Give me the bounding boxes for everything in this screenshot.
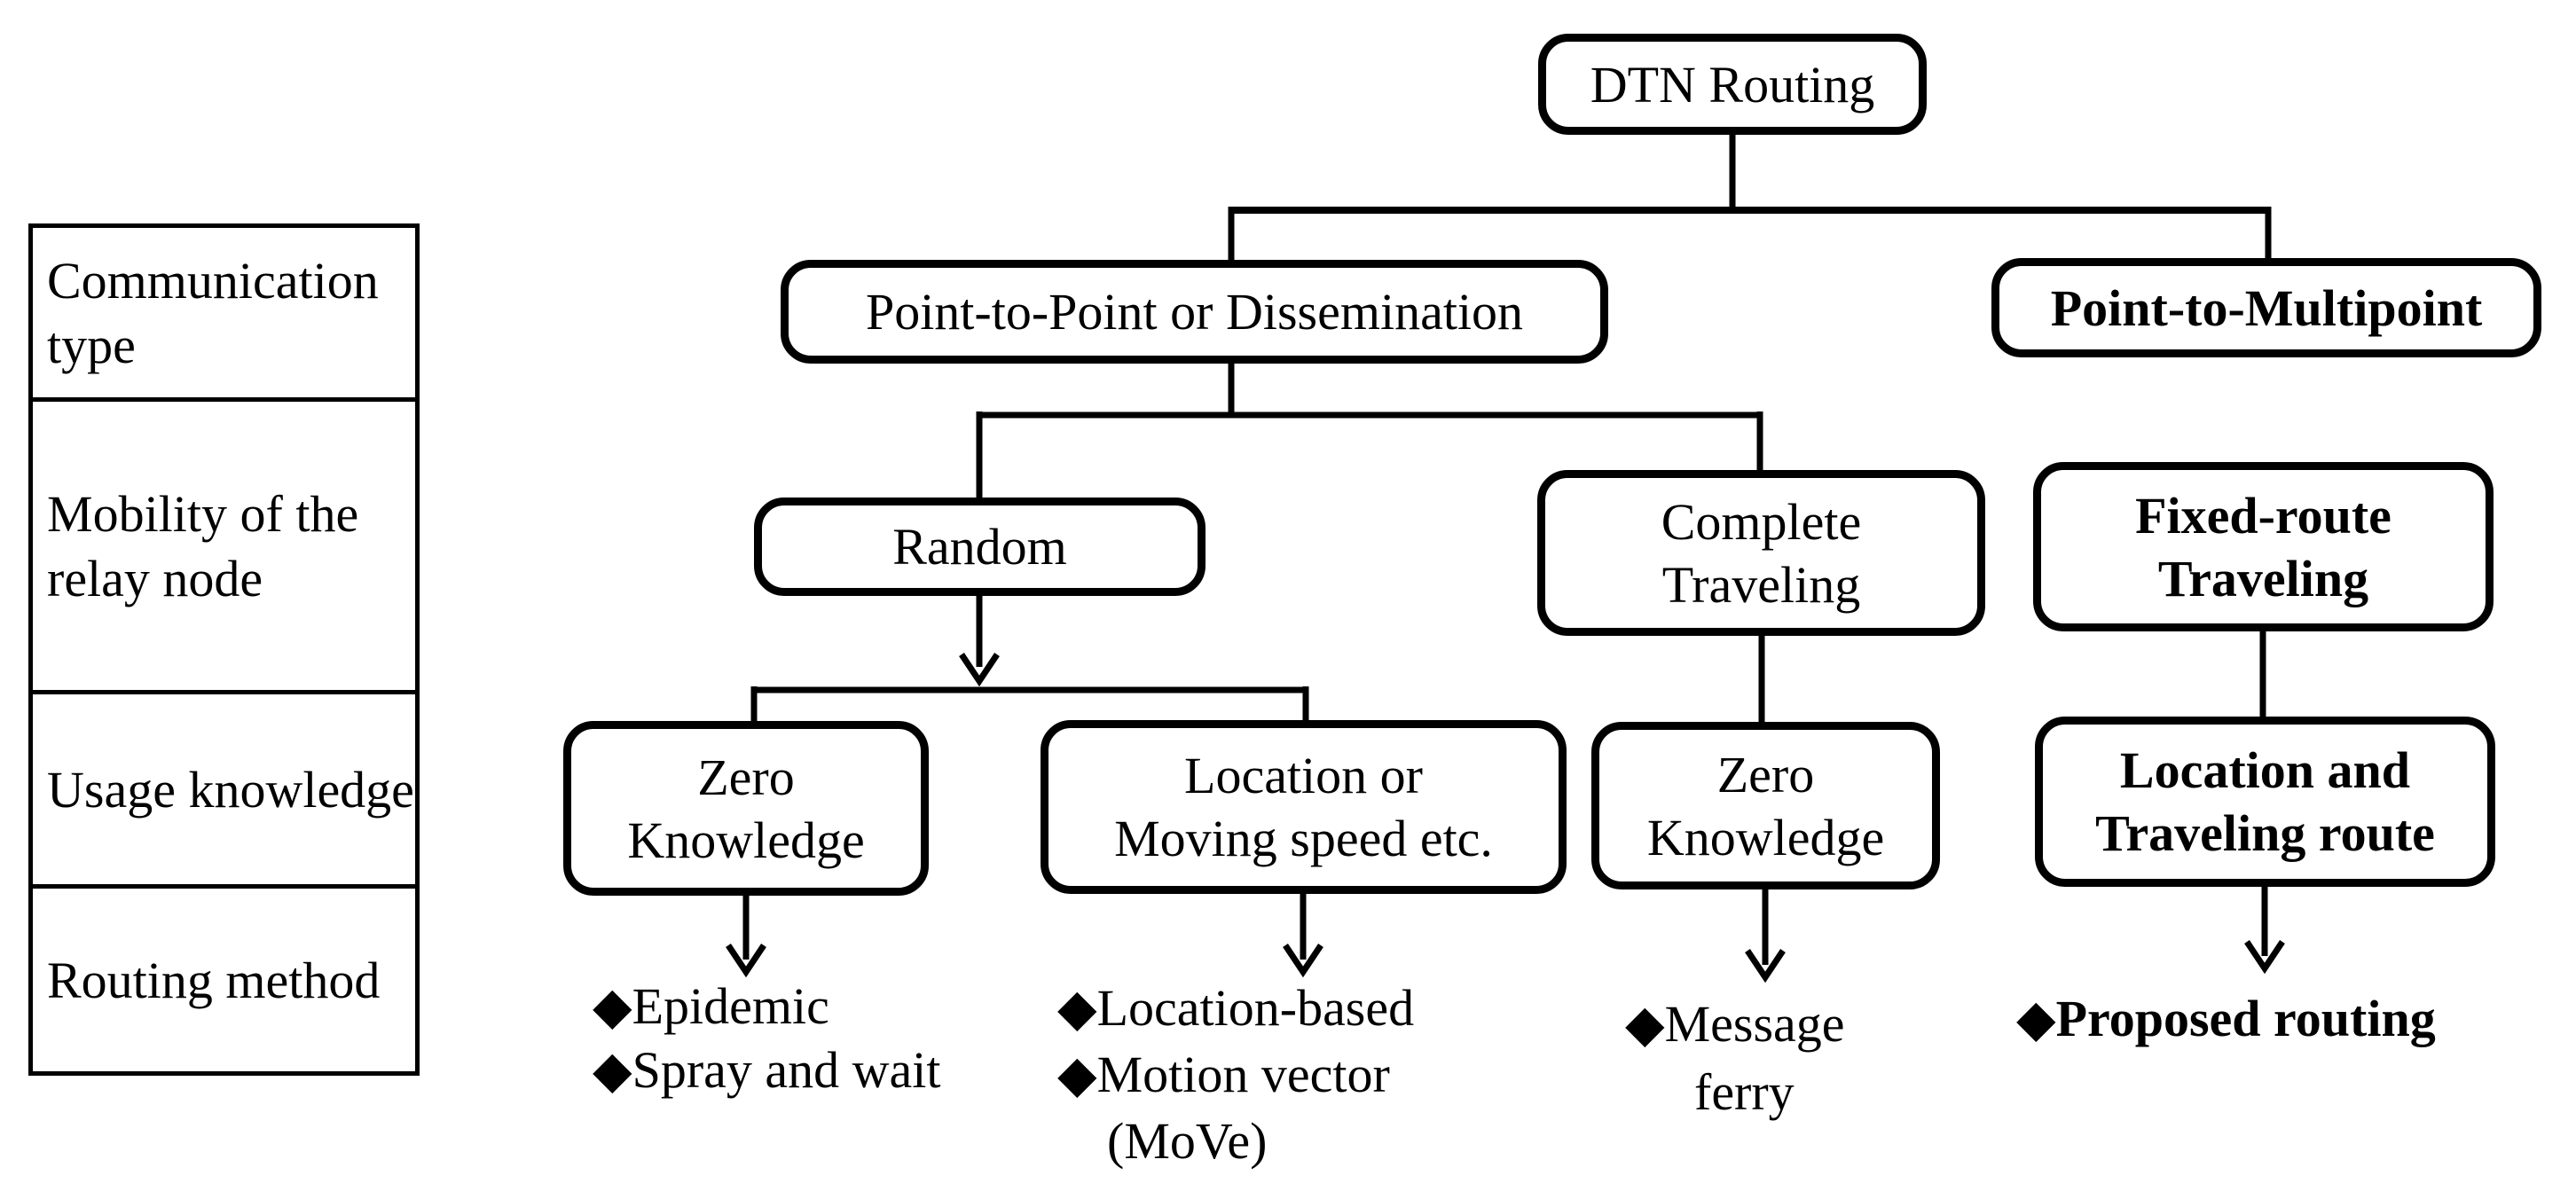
arrowhead-location-speed [1283,944,1323,978]
methods-under-zero-knowledge-1: ◆Epidemic ◆Spray and wait [593,975,941,1102]
node-label: Knowledge [1646,808,1885,866]
node-label: Traveling [2157,549,2369,607]
node-label: Zero [697,748,795,806]
table-row-usage-knowledge: Usage knowledge [33,694,415,889]
arrowhead-random [959,653,1000,687]
row-label: relay node [47,549,263,607]
arrowhead-zk2 [1745,949,1786,983]
method-item: ◆Epidemic [593,977,829,1035]
node-fixed-route-traveling: Fixed-route Traveling [2033,462,2494,631]
method-item: ◆Message [1625,995,1845,1053]
node-location-or-moving-speed: Location or Moving speed etc. [1041,720,1567,894]
node-point-to-multipoint: Point-to-Multipoint [1991,258,2541,357]
table-row-routing-method: Routing method [33,889,415,1071]
node-zero-knowledge-2: Zero Knowledge [1591,722,1940,889]
method-item: ferry [1694,1063,1795,1121]
node-label: Traveling [1661,555,1861,614]
table-row-mobility: Mobility of the relay node [33,402,415,694]
method-item: ◆Spray and wait [593,1041,941,1099]
node-label: Complete [1661,492,1862,551]
node-label: Knowledge [627,811,865,869]
row-label: Mobility of the [47,484,359,543]
arrowhead-zk1 [726,944,766,978]
methods-under-location-speed: ◆Location-based ◆Motion vector (MoVe) [1057,975,1414,1174]
methods-under-location-route: ◆Proposed routing [2016,987,2436,1051]
node-random: Random [754,498,1206,596]
node-label: Moving speed etc. [1114,810,1493,867]
table-row-communication-type: Communication type [33,228,415,402]
method-item: (MoVe) [1107,1112,1268,1170]
method-item: ◆Location-based [1057,979,1415,1037]
node-point-to-point-or-dissemination: Point-to-Point or Dissemination [781,260,1608,364]
node-label: Location and [2119,741,2411,799]
node-complete-traveling: Complete Traveling [1537,470,1985,636]
node-dtn-routing: DTN Routing [1538,34,1927,135]
row-label: type [47,316,136,374]
category-table: Communication type Mobility of the relay… [28,223,420,1076]
node-label: Traveling route [2095,804,2435,862]
method-item: ◆Motion vector [1057,1046,1390,1103]
node-label: Random [892,518,1067,576]
node-label: Fixed-route [2135,486,2391,545]
row-label: Communication [47,251,379,310]
row-label: Routing method [47,951,381,1009]
node-zero-knowledge-1: Zero Knowledge [563,721,929,896]
node-label: Zero [1716,745,1815,803]
node-label: Point-to-Point or Dissemination [865,283,1524,341]
row-label: Usage knowledge [47,760,414,819]
node-location-and-traveling-route: Location and Traveling route [2035,717,2495,887]
node-label: Point-to-Multipoint [2050,278,2483,337]
methods-under-zero-knowledge-2: ◆Message ferry [1625,990,1845,1126]
method-item: ◆Proposed routing [2016,990,2436,1047]
node-label: DTN Routing [1590,55,1875,114]
arrowhead-location-route [2244,940,2285,975]
node-label: Location or [1184,747,1423,804]
